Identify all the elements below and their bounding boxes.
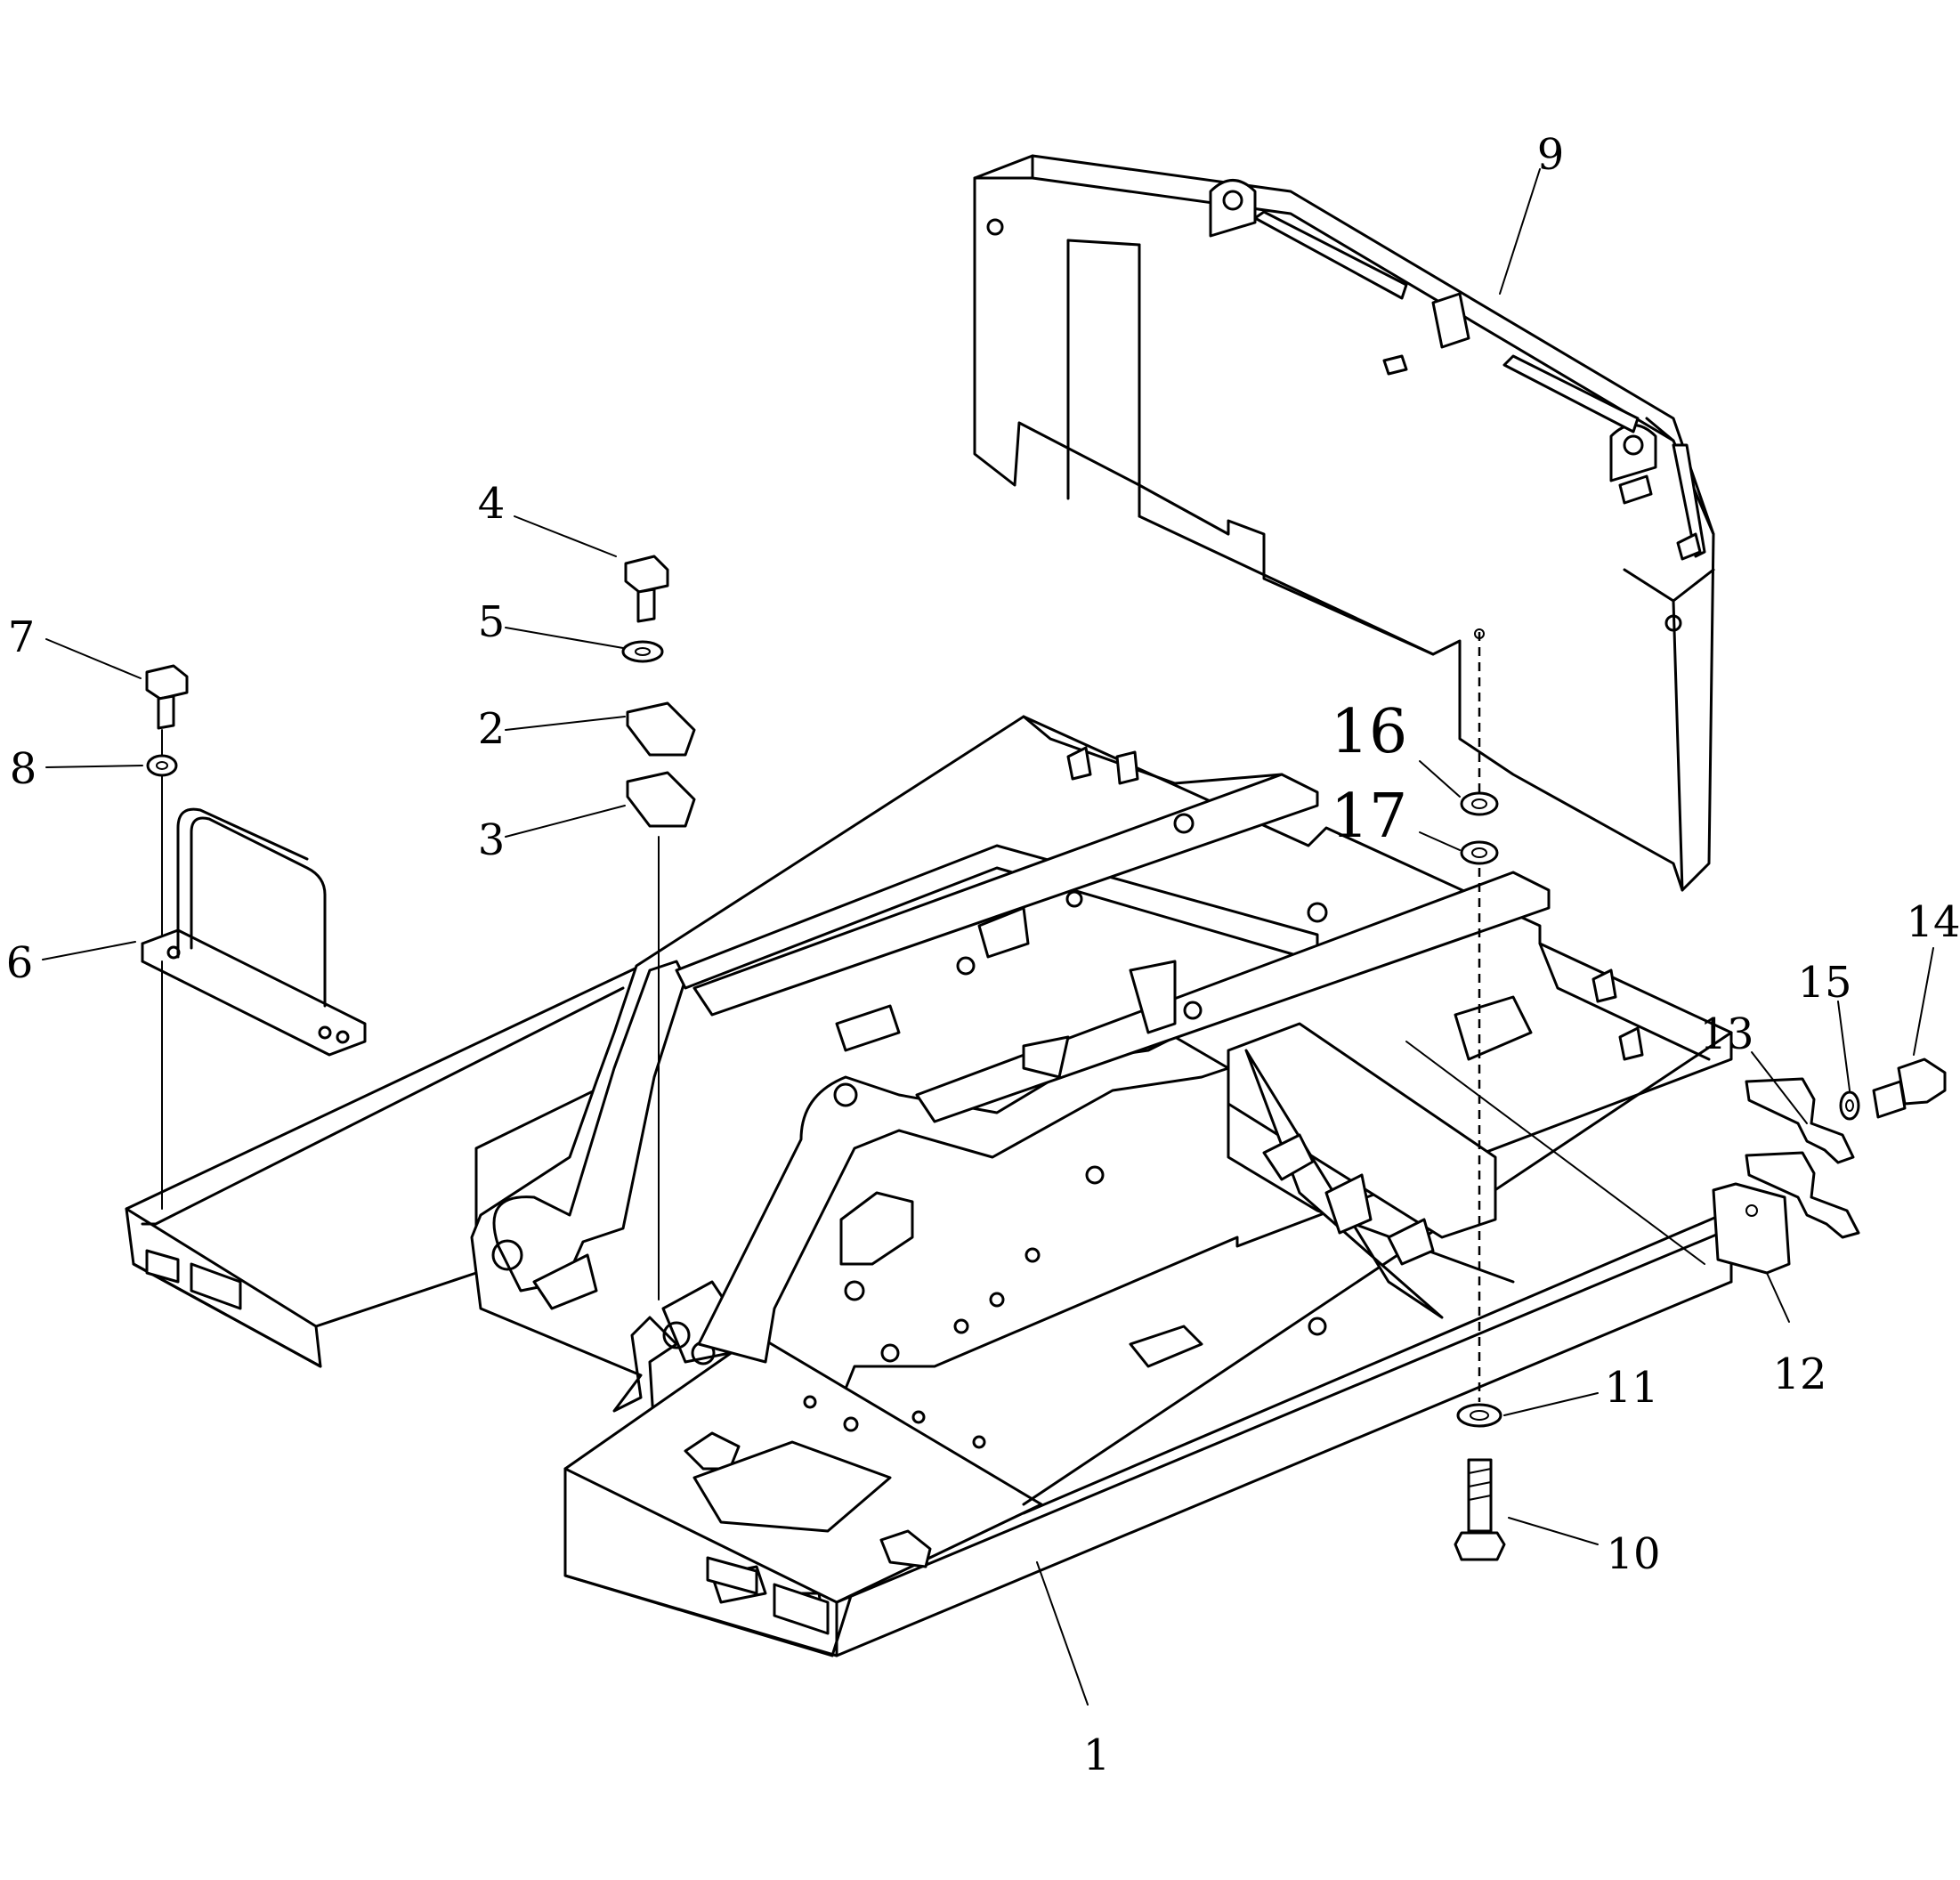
bolt-part-4: [624, 555, 669, 623]
bolt-part-7: [145, 664, 189, 730]
handrail-part-6: [141, 807, 367, 1057]
leader-1: [1036, 1561, 1089, 1706]
leader-4: [514, 515, 617, 557]
leader-16: [1419, 760, 1461, 798]
clamp-part-13: [1745, 1077, 1860, 1239]
callout-1: 1: [1083, 1730, 1111, 1780]
bolt-part-14: [1872, 1058, 1947, 1119]
plate-part-3: [626, 771, 696, 828]
leader-15: [1837, 1001, 1851, 1091]
bolt-part-10: [1454, 1458, 1506, 1561]
leader-2: [505, 716, 626, 731]
callout-6: 6: [6, 938, 34, 988]
leader-7: [45, 638, 142, 679]
counterweight-part-9: [973, 154, 1715, 892]
assembly-lines: [161, 628, 1705, 1402]
callout-11: 11: [1604, 1363, 1658, 1413]
leader-11: [1503, 1392, 1599, 1416]
leader-8: [45, 765, 143, 768]
callout-4: 4: [478, 479, 506, 529]
callout-10: 10: [1606, 1529, 1660, 1579]
plate-part-12: [1712, 1182, 1791, 1275]
washer-part-5: [621, 640, 664, 663]
leader-5: [505, 627, 624, 649]
callout-15: 15: [1797, 958, 1851, 1008]
callout-14: 14: [1906, 897, 1960, 947]
leader-9: [1499, 168, 1541, 295]
leader-12: [1766, 1272, 1790, 1323]
leader-13: [1751, 1051, 1808, 1124]
callout-16: 16: [1331, 697, 1408, 767]
leader-17: [1419, 831, 1461, 851]
washer-part-8: [146, 754, 178, 777]
washer-part-16: [1460, 791, 1499, 816]
callout-17: 17: [1331, 782, 1408, 852]
leader-14: [1913, 947, 1934, 1056]
washer-part-11: [1456, 1403, 1502, 1428]
callout-2: 2: [478, 704, 506, 754]
callout-5: 5: [478, 597, 506, 647]
callout-9: 9: [1537, 130, 1565, 180]
plate-part-2: [626, 701, 696, 757]
leader-lines: [42, 168, 1934, 1706]
revolving-frame-part-1: [125, 715, 1733, 1657]
leader-3: [505, 805, 626, 838]
callout-12: 12: [1772, 1349, 1826, 1399]
washer-part-15: [1839, 1090, 1860, 1121]
callout-8: 8: [10, 744, 37, 794]
callout-labels: 1 2 3 4 5 6 7 8 9 10 11 12 13 14 15 16 1…: [6, 130, 1960, 1780]
washer-part-17: [1460, 840, 1499, 865]
callout-13: 13: [1699, 1009, 1753, 1059]
leader-10: [1508, 1517, 1599, 1545]
leader-6: [42, 941, 136, 960]
callout-7: 7: [8, 612, 36, 662]
callout-3: 3: [478, 815, 506, 865]
